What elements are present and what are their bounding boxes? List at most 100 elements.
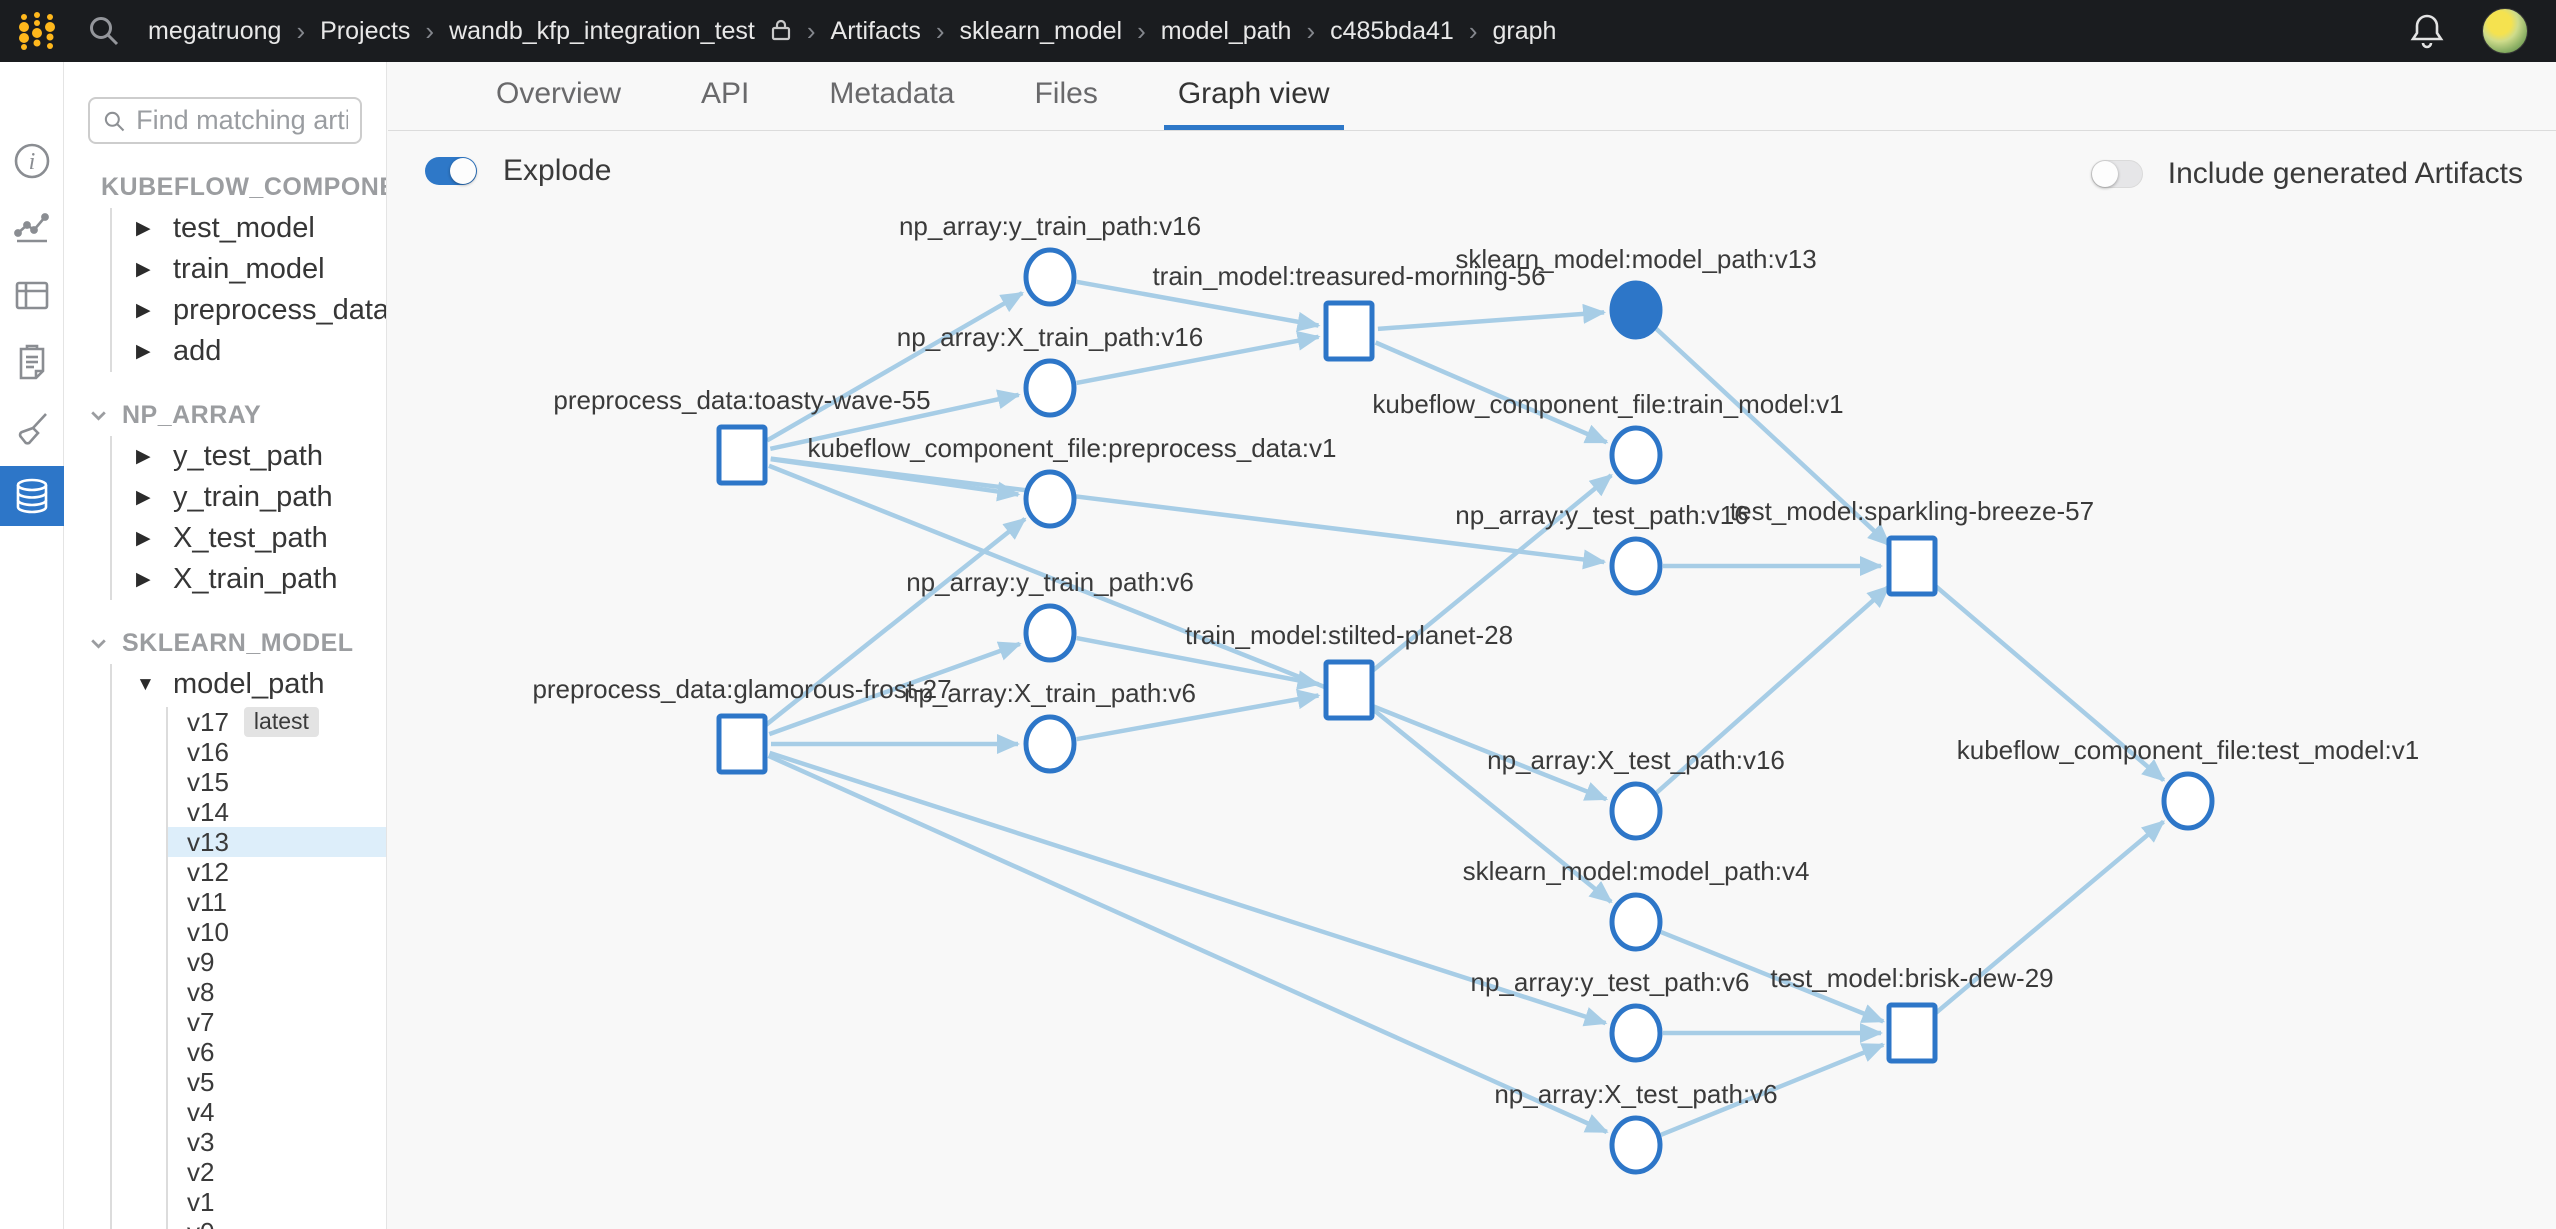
breadcrumb-item[interactable]: graph	[1492, 16, 1557, 45]
graph-node-tm2[interactable]	[1323, 659, 1375, 721]
wandb-logo[interactable]	[14, 8, 60, 54]
version-item-v9[interactable]: v9	[187, 946, 215, 977]
include-generated-artifacts-toggle[interactable]	[2090, 160, 2143, 188]
graph-node-mp4[interactable]	[1609, 892, 1663, 952]
tree-item-y_test_path[interactable]: ▶y_test_path	[136, 440, 323, 472]
tab-api[interactable]: API	[701, 76, 750, 110]
graph-node-test1[interactable]	[1886, 535, 1938, 597]
version-item-v6[interactable]: v6	[187, 1036, 215, 1067]
breadcrumb-item[interactable]: sklearn_model	[959, 16, 1123, 45]
graph-node-tm1[interactable]	[1323, 300, 1375, 362]
rail-item-charts[interactable]	[0, 198, 64, 258]
graph-edge-xtr6-tm2	[1076, 689, 1321, 742]
graph-edge-mp4-test2	[1660, 929, 1886, 1024]
explode-toggle[interactable]	[425, 157, 477, 185]
version-item-v14[interactable]: v14	[187, 796, 229, 827]
version-item-v4[interactable]: v4	[187, 1096, 215, 1127]
tree-section-header[interactable]: SKLEARN_MODEL	[88, 626, 386, 660]
tab-graph-view[interactable]: Graph view	[1163, 62, 1344, 130]
graph-node-test2[interactable]	[1886, 1002, 1938, 1064]
version-item-v12[interactable]: v12	[187, 856, 229, 887]
graph-edge-tm2-ktm	[1370, 473, 1613, 674]
graph-node-xtr16[interactable]	[1023, 358, 1077, 418]
breadcrumb-separator: ›	[1306, 15, 1316, 46]
tab-metadata[interactable]: Metadata	[829, 76, 955, 110]
rail-item-artifacts[interactable]	[0, 466, 64, 526]
version-item-v16[interactable]: v16	[187, 736, 229, 767]
search-icon[interactable]	[86, 13, 122, 49]
tab-files[interactable]: Files	[1034, 76, 1098, 110]
graph-node-ytr6[interactable]	[1023, 603, 1077, 663]
tree-item-y_train_path[interactable]: ▶y_train_path	[136, 481, 333, 513]
graph-node-label: test_model:sparkling-breeze-57	[1730, 496, 2094, 526]
graph-node-mp13[interactable]	[1609, 280, 1663, 340]
version-item-v8[interactable]: v8	[187, 976, 215, 1007]
tree-section-header[interactable]: NP_ARRAY	[88, 398, 386, 432]
graph-node-ktm[interactable]	[1609, 425, 1663, 485]
graph-node-label: kubeflow_component_file:test_model:v1	[1957, 735, 2420, 765]
bell-icon[interactable]	[2406, 10, 2448, 52]
tree-item-preprocess_data[interactable]: ▶preprocess_data	[136, 294, 387, 326]
artifact-search[interactable]	[88, 97, 362, 144]
breadcrumb-item[interactable]: Artifacts	[830, 16, 921, 45]
graph-node-label: sklearn_model:model_path:v13	[1455, 244, 1816, 274]
tree-item-test_model[interactable]: ▶test_model	[136, 212, 315, 244]
version-item-v0[interactable]: v0	[168, 1217, 386, 1229]
version-item-v13[interactable]: v13	[168, 827, 386, 857]
version-item-v7[interactable]: v7	[187, 1006, 215, 1037]
graph-edge-tm2-mp4	[1370, 706, 1613, 904]
version-item-v11[interactable]: v11	[187, 886, 227, 917]
version-item-v15[interactable]: v15	[187, 766, 229, 797]
info-icon: i	[14, 143, 50, 179]
version-item-v10[interactable]: v10	[187, 916, 229, 947]
tree-item-add[interactable]: ▶add	[136, 335, 222, 367]
breadcrumb-item[interactable]: megatruong	[148, 16, 282, 45]
breadcrumb-item[interactable]: Projects	[320, 16, 411, 45]
graph-edge-mp13-test1	[1654, 326, 1891, 547]
graph-edge-tm1-mp13	[1377, 303, 1607, 332]
tree-section-header[interactable]: KUBEFLOW_COMPONENT...	[88, 170, 386, 204]
graph-node-pre1[interactable]	[716, 424, 768, 486]
rail-item-sweeps[interactable]	[0, 399, 64, 459]
chevron-down-icon	[91, 638, 106, 649]
search-input[interactable]	[136, 105, 348, 136]
graph-node-xte6[interactable]	[1609, 1115, 1663, 1175]
chevron-down-icon	[91, 410, 106, 421]
rail-item-logs[interactable]	[0, 332, 64, 392]
version-item-v1[interactable]: v1	[187, 1186, 215, 1217]
rail-item-tables[interactable]	[0, 265, 64, 325]
breadcrumb-item[interactable]: wandb_kfp_integration_test	[449, 16, 755, 45]
artifact-tree: KUBEFLOW_COMPONENT... ▶test_model ▶train_m…	[64, 170, 386, 1229]
breadcrumb-item[interactable]: c485bda41	[1330, 16, 1454, 45]
tab-overview[interactable]: Overview	[496, 76, 622, 110]
graph-node-pre2[interactable]	[716, 713, 768, 775]
graph-edge-pre1-xtr16	[769, 389, 1021, 452]
lineage-graph[interactable]: preprocess_data:toasty-wave-55preprocess…	[388, 132, 2556, 1229]
tree-item-X_train_path[interactable]: ▶X_train_path	[136, 563, 338, 595]
version-item-v3[interactable]: v3	[187, 1126, 215, 1157]
table-icon	[15, 281, 49, 310]
version-item-v5[interactable]: v5	[187, 1066, 215, 1097]
graph-node-xtr6[interactable]	[1023, 714, 1077, 774]
graph-edge-pre2-ytr6	[768, 641, 1022, 737]
tree-item-X_test_path[interactable]: ▶X_test_path	[136, 522, 328, 554]
graph-node-label: np_array:X_test_path:v16	[1487, 745, 1785, 775]
rail-item-overview[interactable]: i	[0, 131, 64, 191]
breadcrumb: megatruong›Projects›wandb_kfp_integratio…	[148, 16, 1556, 47]
tree-item-train_model[interactable]: ▶train_model	[136, 253, 325, 285]
graph-node-yte6[interactable]	[1609, 1003, 1663, 1063]
graph-node-xte16[interactable]	[1609, 781, 1663, 841]
graph-edge-xte6-test2	[1660, 1042, 1886, 1137]
avatar[interactable]	[2482, 8, 2528, 54]
tree-item-model_path[interactable]: ▼model_path	[136, 668, 325, 700]
graph-node-yte16[interactable]	[1609, 536, 1663, 596]
breadcrumb-item[interactable]: model_path	[1160, 16, 1292, 45]
graph-node-kpre[interactable]	[1023, 469, 1077, 529]
graph-node-label: preprocess_data:glamorous-frost-27	[532, 674, 951, 704]
graph-node-ytr16[interactable]	[1023, 247, 1077, 307]
graph-node-label: kubeflow_component_file:train_model:v1	[1372, 389, 1843, 419]
version-item-v2[interactable]: v2	[187, 1156, 215, 1187]
graph-node-ktest[interactable]	[2161, 771, 2215, 831]
